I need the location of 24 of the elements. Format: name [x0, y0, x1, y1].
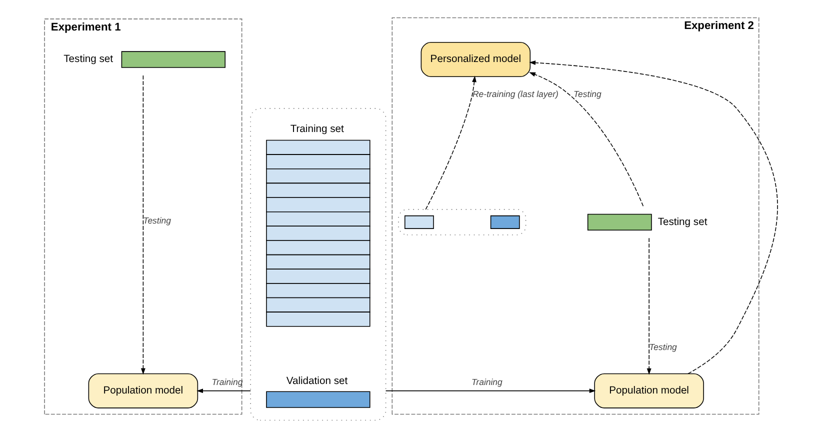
- cluster: [398, 209, 526, 236]
- arrow: [646, 238, 652, 375]
- node-label: Validation set: [286, 376, 348, 387]
- arrow: [529, 60, 778, 374]
- node-label: Training set: [290, 124, 344, 135]
- edge-label: Re-training (last layer): [472, 89, 558, 100]
- node-box: Personalized model: [420, 42, 531, 78]
- edge-label: Testing: [143, 216, 172, 226]
- edge-label: Training: [212, 377, 243, 388]
- edge-label: Training: [472, 377, 502, 388]
- node-box: Population model: [594, 373, 704, 408]
- edge-label: Testing: [574, 89, 602, 100]
- arrow: [385, 388, 596, 394]
- node-box: Population model: [88, 373, 198, 408]
- node-bar: [404, 215, 434, 229]
- cluster: [250, 108, 386, 421]
- arrow: [529, 72, 644, 207]
- node-label: Testing set: [64, 54, 114, 66]
- arrow: [140, 75, 146, 375]
- arrow: [196, 388, 251, 394]
- node-label: Testing set: [658, 216, 708, 228]
- edge-label: Testing: [649, 342, 677, 352]
- arrow: [425, 76, 476, 210]
- node-bar: [490, 215, 520, 229]
